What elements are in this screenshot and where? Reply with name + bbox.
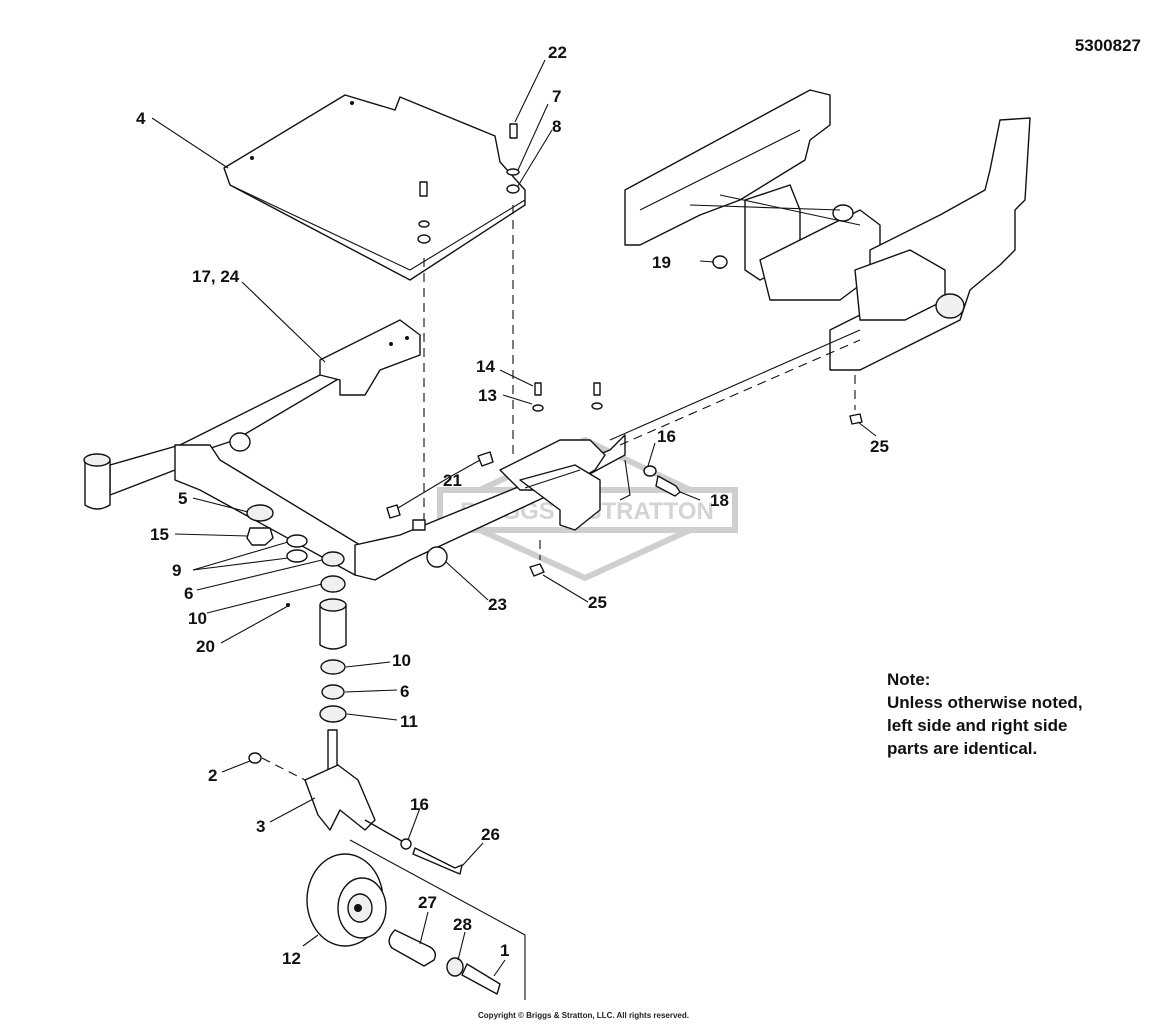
callout-25-frame: 25 bbox=[588, 593, 607, 612]
axle-hardware bbox=[349, 838, 526, 1000]
rear-frame-assembly bbox=[624, 89, 1031, 371]
callout-6-upper: 6 bbox=[184, 584, 193, 603]
callout-13: 13 bbox=[478, 386, 497, 405]
callout-16-frame: 16 bbox=[657, 427, 676, 446]
callout-25-rear: 25 bbox=[870, 437, 889, 456]
callout-4: 4 bbox=[136, 109, 146, 128]
deck-hardware bbox=[417, 123, 520, 244]
callout-9: 9 bbox=[172, 561, 181, 580]
callout-8: 8 bbox=[552, 117, 561, 136]
callout-19: 19 bbox=[652, 253, 671, 272]
callout-10-upper: 10 bbox=[188, 609, 207, 628]
callout-15: 15 bbox=[150, 525, 169, 544]
callout-6-lower: 6 bbox=[400, 682, 409, 701]
callout-22: 22 bbox=[548, 43, 567, 62]
callout-18: 18 bbox=[710, 491, 729, 510]
callout-28: 28 bbox=[453, 915, 472, 934]
caster-hardware-stack bbox=[246, 504, 347, 723]
deck-plate bbox=[223, 94, 526, 281]
callout-5: 5 bbox=[178, 489, 187, 508]
copyright-footer: Copyright © Briggs & Stratton, LLC. All … bbox=[478, 1011, 689, 1020]
callout-10-lower: 10 bbox=[392, 651, 411, 670]
leader-lines bbox=[151, 59, 877, 977]
caster-fork bbox=[248, 729, 411, 847]
callout-17-24: 17, 24 bbox=[192, 267, 240, 286]
note-title: Note: bbox=[887, 670, 931, 689]
callout-7: 7 bbox=[552, 87, 561, 106]
callout-2: 2 bbox=[208, 766, 217, 785]
callout-16-axle: 16 bbox=[410, 795, 429, 814]
spindle-tube-left bbox=[83, 453, 111, 510]
callout-3: 3 bbox=[256, 817, 265, 836]
callout-23: 23 bbox=[488, 595, 507, 614]
note-line: left side and right side bbox=[887, 716, 1068, 735]
callout-14: 14 bbox=[476, 357, 495, 376]
callout-11: 11 bbox=[400, 712, 418, 731]
callout-21: 21 bbox=[443, 471, 462, 490]
callout-26: 26 bbox=[481, 825, 500, 844]
frame-hardware bbox=[386, 255, 863, 577]
note-block: Note: Unless otherwise noted, left side … bbox=[887, 668, 1147, 760]
callout-1: 1 bbox=[500, 941, 509, 960]
callout-labels: 22 7 8 4 17, 24 19 14 13 16 18 25 21 5 1… bbox=[136, 43, 889, 968]
callout-20: 20 bbox=[196, 637, 215, 656]
callout-12: 12 bbox=[282, 949, 301, 968]
caster-wheel bbox=[306, 853, 501, 995]
note-line: Unless otherwise noted, bbox=[887, 693, 1083, 712]
note-line: parts are identical. bbox=[887, 739, 1038, 758]
callout-27: 27 bbox=[418, 893, 437, 912]
document-number: 5300827 bbox=[1074, 36, 1141, 55]
